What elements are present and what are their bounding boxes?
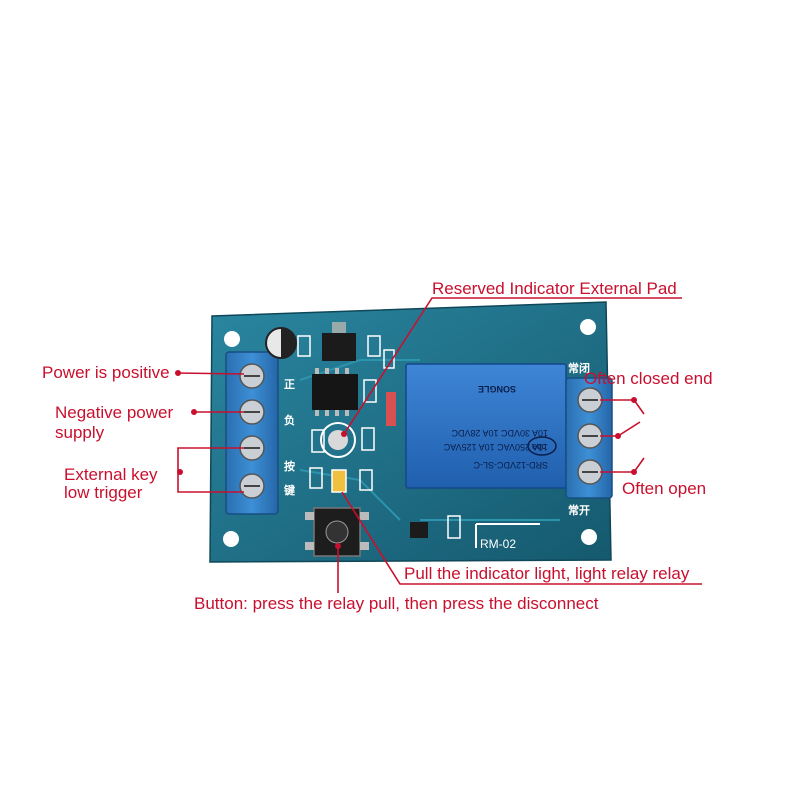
relay-model: SRD-12VDC-SL-C (473, 460, 548, 470)
transistor-top (322, 322, 356, 361)
mounting-hole (223, 531, 239, 547)
smd-component (363, 379, 377, 403)
smd-component (359, 469, 373, 491)
relay-brand: SONGLE (478, 384, 516, 394)
silk-key-1: 按 (284, 459, 295, 473)
annotation-often-closed: Often closed end (584, 369, 713, 439)
relay: SRD-12VDC-SL-C 10A 250VAC 10A 125VAC 10A… (405, 363, 567, 489)
output-terminal-block (565, 377, 613, 499)
terminal-screw-com (577, 423, 603, 449)
ic-chip (312, 368, 358, 416)
diode (386, 392, 396, 426)
annotation-reserved-pad: Reserved Indicator External Pad (341, 279, 682, 437)
label-often-open: Often open (622, 479, 706, 498)
smd-component (297, 335, 311, 357)
label-button: Button: press the relay pull, then press… (194, 594, 599, 613)
label-negative-power-1: Negative power (55, 403, 173, 422)
terminal-screw-no (577, 459, 603, 485)
input-terminal-block (225, 351, 279, 515)
silk-negative: 负 (284, 413, 295, 427)
leader-power-positive (175, 372, 245, 375)
smd-component (311, 429, 325, 453)
silk-key-2: 键 (283, 483, 296, 497)
label-often-closed: Often closed end (584, 369, 713, 388)
svg-text:cqc: cqc (532, 441, 547, 451)
push-button[interactable] (305, 507, 369, 557)
annotation-often-open: Often open (600, 457, 706, 498)
relay-rating-dc: 10A 30VDC 10A 28VDC (451, 428, 548, 438)
mounting-hole (580, 319, 596, 335)
smd-component (309, 467, 323, 489)
board-model: RM-02 (480, 537, 516, 551)
smd-component (367, 335, 381, 357)
terminal-screw-key-2 (239, 473, 265, 499)
silk-outline (475, 523, 540, 548)
label-negative-power-2: supply (55, 423, 105, 442)
smd-component (447, 515, 461, 539)
terminal-screw-negative (239, 399, 265, 425)
mounting-hole (581, 529, 597, 545)
leader-reserved-pad (343, 297, 682, 435)
label-reserved-pad: Reserved Indicator External Pad (432, 279, 677, 298)
label-external-key-2: low trigger (64, 483, 143, 502)
annotation-negative-power: Negative power supply (55, 403, 244, 442)
indicator-led (331, 469, 347, 493)
leader-pull-indicator (341, 491, 702, 585)
transistor-bottom (410, 522, 428, 538)
terminal-screw-positive (239, 363, 265, 389)
smd-component (361, 427, 375, 451)
label-external-key-1: External key (64, 465, 158, 484)
capacitor-top (265, 327, 297, 359)
annotation-button: Button: press the relay pull, then press… (194, 543, 599, 613)
smd-component (383, 349, 395, 369)
annotation-external-key: External key low trigger (64, 447, 244, 502)
label-power-positive: Power is positive (42, 363, 170, 382)
label-pull-indicator: Pull the indicator light, light relay re… (404, 564, 690, 583)
mounting-hole (224, 331, 240, 347)
silk-positive: 正 (284, 378, 295, 391)
relay-rating-ac: 10A 250VAC 10A 125VAC (443, 442, 548, 452)
annotation-pull-indicator: Pull the indicator light, light relay re… (341, 491, 702, 585)
cqc-mark: cqc (527, 436, 557, 456)
silk-no: 常开 (568, 503, 590, 517)
annotation-power-positive: Power is positive (42, 363, 245, 382)
silk-nc: 常闭 (568, 361, 590, 375)
terminal-screw-nc (577, 387, 603, 413)
